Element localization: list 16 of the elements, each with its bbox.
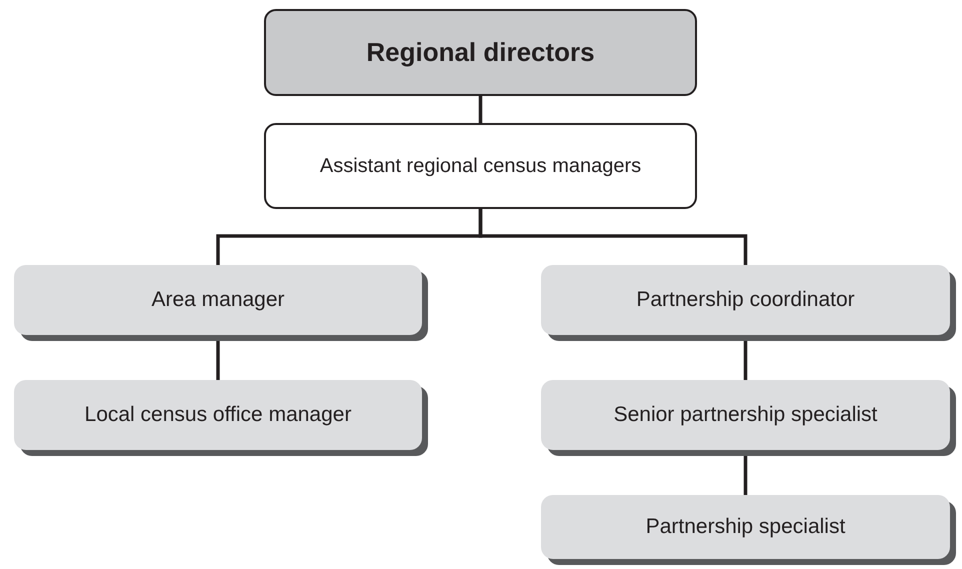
role-label: Assistant regional census managers	[318, 154, 642, 178]
role-label: Regional directors	[365, 37, 596, 68]
role-box	[14, 380, 422, 450]
role-box	[541, 495, 950, 559]
connector-line	[478, 209, 748, 265]
role-box	[541, 380, 950, 450]
role-label: Area manager	[150, 288, 286, 312]
role-box	[541, 265, 950, 335]
role-label: Local census office manager	[84, 403, 352, 427]
role-label: Partnership coordinator	[635, 288, 856, 312]
role-label: Partnership specialist	[644, 515, 846, 539]
role-box	[264, 123, 697, 209]
role-box	[14, 265, 422, 335]
connector-line	[478, 96, 482, 123]
title-box	[264, 9, 697, 96]
role-label: Senior partnership specialist	[612, 403, 878, 427]
